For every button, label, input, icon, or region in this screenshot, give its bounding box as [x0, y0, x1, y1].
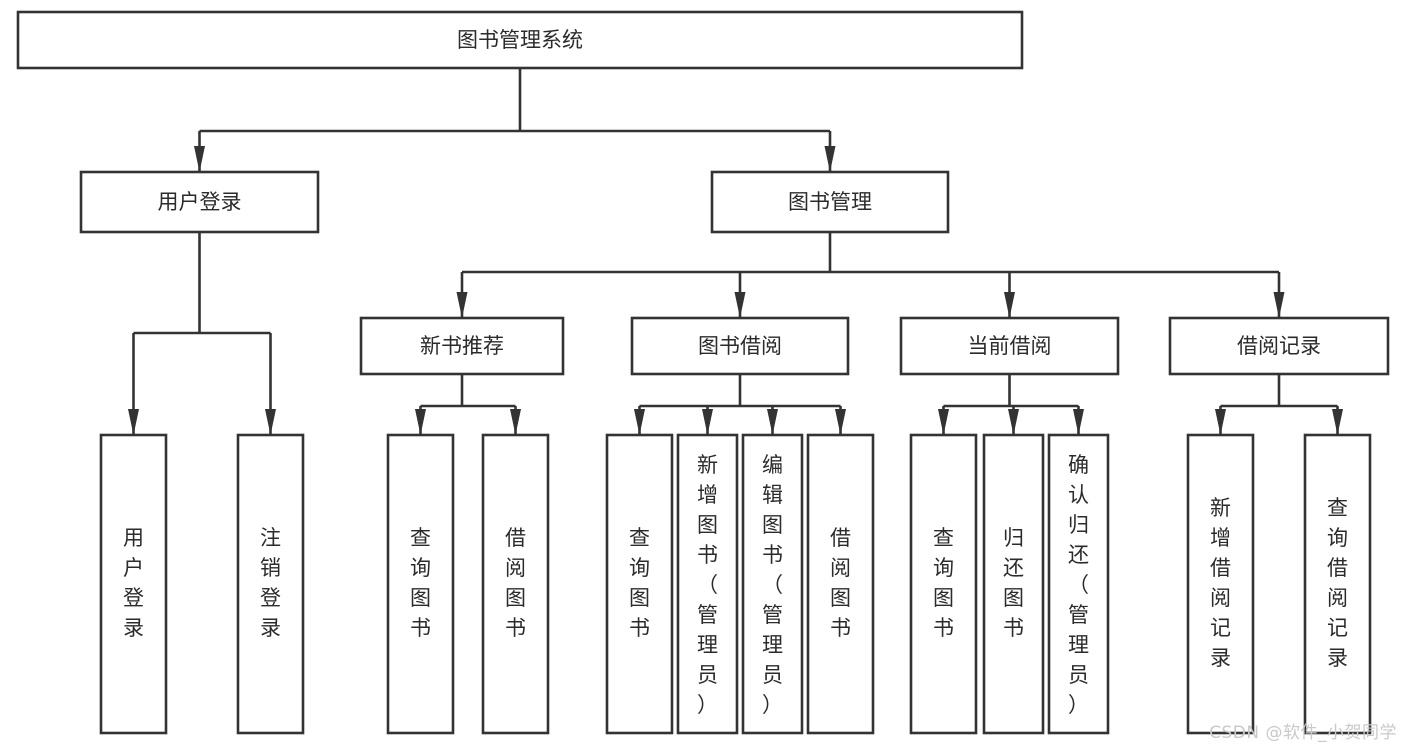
node-label: 确认归还（管理员）: [1068, 453, 1089, 717]
arrow-down-icon-编辑图书管理员: [767, 409, 778, 435]
node-新增图书管理员[interactable]: 新增图书（管理员）: [676, 433, 739, 735]
node-layer: 图书管理系统用户登录用户登录注销登录图书管理新书推荐查询图书借阅图书图书借阅查询…: [16, 10, 1390, 735]
node-label: 新增图书（管理员）: [697, 453, 718, 717]
node-box: [909, 433, 978, 735]
arrow-down-icon-新增图书管理员: [702, 409, 713, 435]
node-label: 图书借阅: [698, 334, 782, 358]
node-查询借阅记录[interactable]: 查询借阅记录: [1303, 433, 1372, 735]
node-box: [16, 10, 1024, 70]
arrow-down-icon-查询图书: [415, 409, 426, 435]
node-label: 借阅图书: [830, 526, 851, 640]
node-box: [899, 316, 1120, 376]
node-新增借阅记录[interactable]: 新增借阅记录: [1186, 433, 1255, 735]
node-label: 图书管理: [788, 190, 872, 214]
arrow-down-icon-图书借阅: [734, 292, 746, 318]
arrow-down-icon-用户登录: [128, 409, 139, 435]
node-借阅记录[interactable]: 借阅记录: [1168, 316, 1390, 376]
node-box: [1047, 433, 1110, 735]
arrow-down-icon-归还图书: [1008, 409, 1019, 435]
node-box: [710, 170, 950, 234]
node-用户登录[interactable]: 用户登录: [99, 433, 168, 735]
node-box: [359, 316, 565, 376]
arrow-down-icon-借阅记录: [1273, 292, 1285, 318]
node-label: 新书推荐: [420, 334, 504, 358]
node-box: [1303, 433, 1372, 735]
node-label: 查询图书: [410, 526, 431, 640]
node-box: [1168, 316, 1390, 376]
arrow-down-icon-借阅图书: [835, 409, 846, 435]
node-label: 借阅图书: [505, 526, 526, 640]
node-label: 新增借阅记录: [1210, 496, 1231, 670]
node-label: 当前借阅: [968, 334, 1052, 358]
node-box: [630, 316, 850, 376]
node-label: 查询图书: [629, 526, 650, 640]
arrow-down-icon-查询图书: [634, 409, 645, 435]
node-label: 注销登录: [260, 526, 281, 640]
node-box: [741, 433, 804, 735]
node-当前借阅[interactable]: 当前借阅: [899, 316, 1120, 376]
node-借阅图书[interactable]: 借阅图书: [806, 433, 875, 735]
arrow-down-icon-借阅图书: [510, 409, 521, 435]
node-查询图书[interactable]: 查询图书: [909, 433, 978, 735]
node-label: 用户登录: [158, 190, 242, 214]
arrow-down-icon-查询图书: [938, 409, 949, 435]
node-图书借阅[interactable]: 图书借阅: [630, 316, 850, 376]
arrow-down-icon-用户登录: [194, 146, 205, 172]
node-用户登录[interactable]: 用户登录: [79, 170, 320, 234]
node-编辑图书管理员[interactable]: 编辑图书（管理员）: [741, 433, 804, 735]
node-归还图书[interactable]: 归还图书: [982, 433, 1045, 735]
node-确认归还管理员[interactable]: 确认归还（管理员）: [1047, 433, 1110, 735]
node-label: 用户登录: [123, 526, 144, 640]
arrow-down-icon-注销登录: [265, 409, 276, 435]
node-box: [676, 433, 739, 735]
node-label: 归还图书: [1003, 526, 1024, 640]
node-查询图书[interactable]: 查询图书: [605, 433, 674, 735]
arrow-down-icon-图书管理: [824, 146, 836, 172]
arrow-down-icon-新书推荐: [456, 292, 468, 318]
node-新书推荐[interactable]: 新书推荐: [359, 316, 565, 376]
node-查询图书[interactable]: 查询图书: [386, 433, 455, 735]
arrow-down-icon-新增借阅记录: [1215, 409, 1226, 435]
node-box: [982, 433, 1045, 735]
arrow-down-icon-确认归还管理员: [1073, 409, 1084, 435]
node-box: [236, 433, 305, 735]
node-box: [99, 433, 168, 735]
arrow-down-icon-当前借阅: [1004, 292, 1015, 318]
node-box: [386, 433, 455, 735]
node-label: 图书管理系统: [457, 28, 583, 52]
node-box: [79, 170, 320, 234]
node-label: 借阅记录: [1237, 334, 1321, 358]
arrow-down-icon-查询借阅记录: [1332, 409, 1343, 435]
node-label: 查询图书: [933, 526, 954, 640]
node-label: 编辑图书（管理员）: [762, 453, 783, 717]
node-box: [1186, 433, 1255, 735]
node-借阅图书[interactable]: 借阅图书: [481, 433, 550, 735]
node-label: 查询借阅记录: [1327, 496, 1348, 670]
node-box: [481, 433, 550, 735]
node-图书管理[interactable]: 图书管理: [710, 170, 950, 234]
node-图书管理系统[interactable]: 图书管理系统: [16, 10, 1024, 70]
node-注销登录[interactable]: 注销登录: [236, 433, 305, 735]
node-box: [806, 433, 875, 735]
node-box: [605, 433, 674, 735]
connector-layer: [128, 68, 1343, 435]
